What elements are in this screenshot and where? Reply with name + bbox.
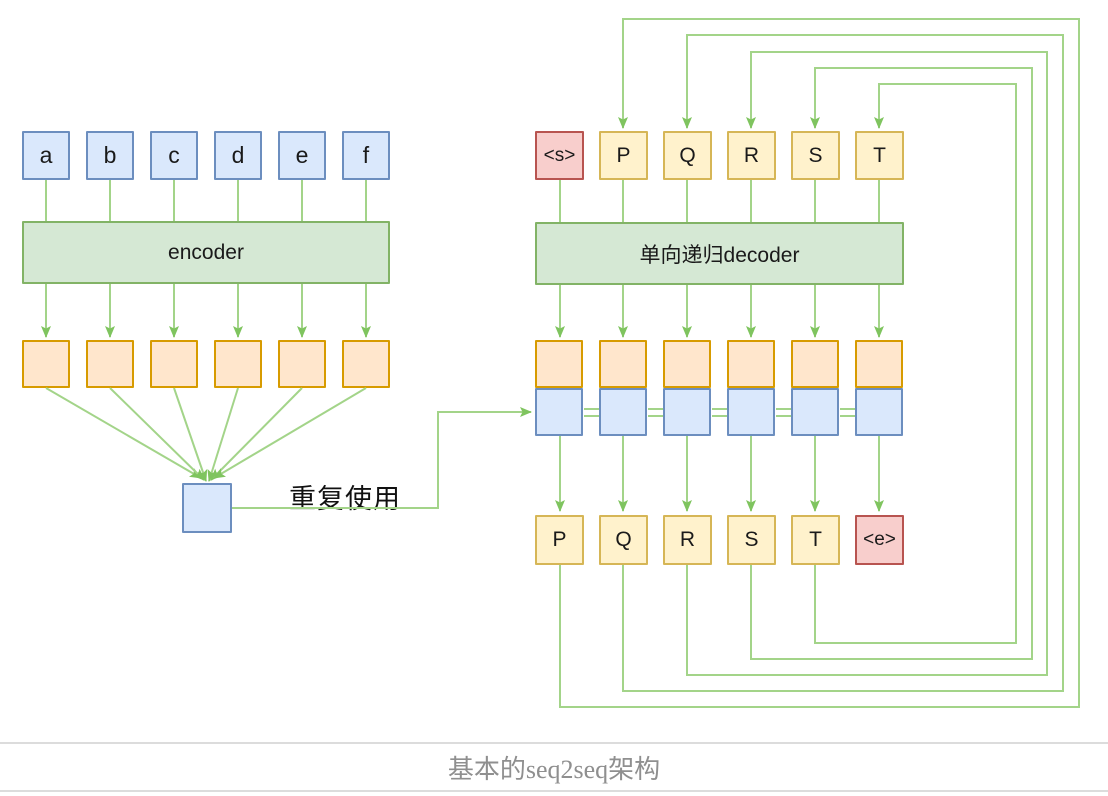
encoder-input-c: c [150, 131, 198, 180]
feedback-loop-T [814, 83, 1017, 644]
output-arrows [555, 436, 884, 512]
encoder-input-b: b [86, 131, 134, 180]
encoder-input-e: e [278, 131, 326, 180]
encoder-hidden-box [278, 340, 326, 388]
decoder-state-box [663, 388, 711, 436]
decoder-output-P: P [535, 515, 584, 565]
decoder-hidden-box [791, 340, 839, 388]
decoder-input-lines [559, 180, 880, 222]
encoder-hidden-box [150, 340, 198, 388]
decoder-output-Q: Q [599, 515, 648, 565]
decoder-label: 单向递归decoder [639, 243, 800, 267]
encoder-input-lines [45, 180, 367, 221]
decoder-output-R: R [663, 515, 712, 565]
figure-caption-band: 基本的seq2seq架构 [0, 742, 1108, 792]
decoder-hidden-box [727, 340, 775, 388]
encoder-output-arrows [41, 284, 371, 338]
decoder-state-box [791, 388, 839, 436]
decoder-hidden-box [663, 340, 711, 388]
encoder-label: encoder [168, 240, 244, 264]
decoder-input-S: S [791, 131, 840, 180]
decoder-hidden-box [535, 340, 583, 388]
decoder-state-box [599, 388, 647, 436]
encoder-hidden-box [214, 340, 262, 388]
encoder-input-a: a [22, 131, 70, 180]
decoder-box: 单向递归decoder [535, 222, 904, 285]
reuse-label: 重复使用 [289, 484, 401, 514]
encoder-hidden-box [86, 340, 134, 388]
decoder-state-box [535, 388, 583, 436]
decoder-input-R: R [727, 131, 776, 180]
decoder-hidden-box [855, 340, 903, 388]
decoder-input-Q: Q [663, 131, 712, 180]
decoder-input-T: T [855, 131, 904, 180]
decoder-state-box [855, 388, 903, 436]
encoder-input-f: f [342, 131, 390, 180]
decoder-output-arrows [555, 285, 884, 338]
encoder-hidden-box [342, 340, 390, 388]
decoder-output-T: T [791, 515, 840, 565]
decoder-output-end: <e> [855, 515, 904, 565]
decoder-hidden-box [599, 340, 647, 388]
decoder-state-box [727, 388, 775, 436]
context-vector-box [182, 483, 232, 533]
decoder-input-start: <s> [535, 131, 584, 180]
encoder-hidden-box [22, 340, 70, 388]
encoder-box: encoder [22, 221, 390, 284]
decoder-output-S: S [727, 515, 776, 565]
figure-caption: 基本的seq2seq架构 [447, 754, 661, 784]
decoder-input-P: P [599, 131, 648, 180]
context-converge-arrows [45, 387, 367, 482]
encoder-input-d: d [214, 131, 262, 180]
